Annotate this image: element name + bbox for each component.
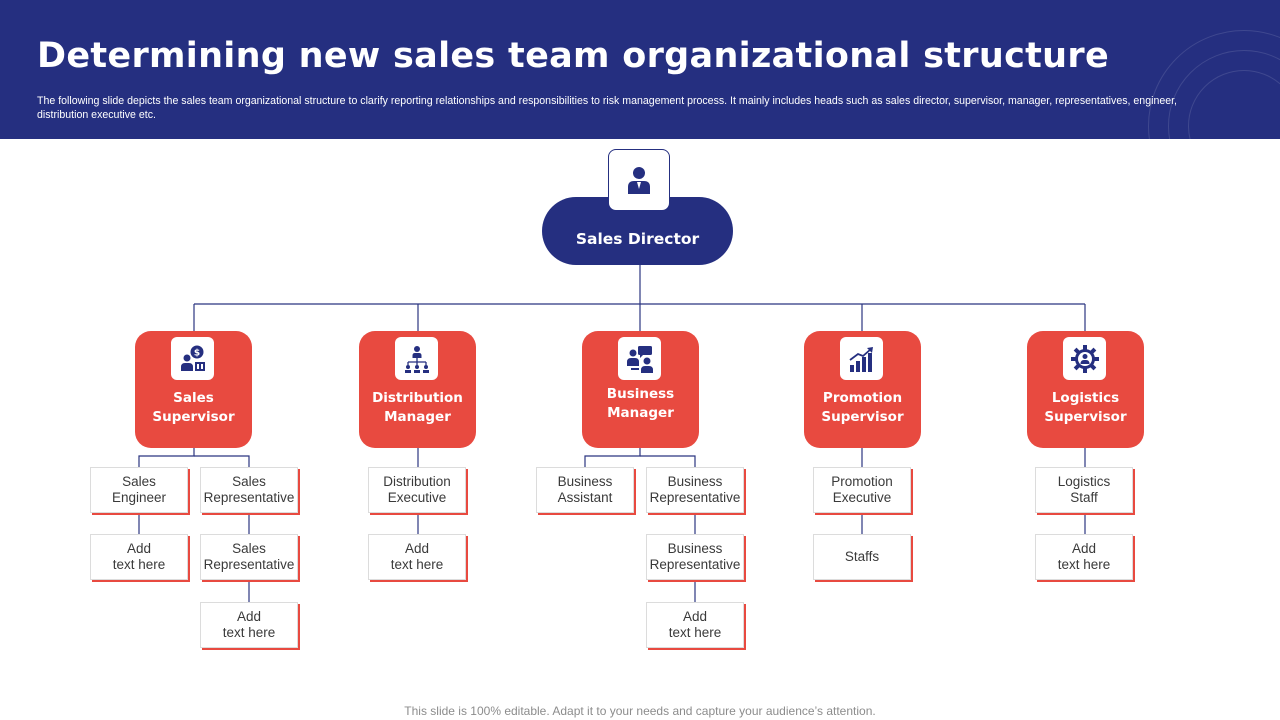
connector-line [194,455,250,468]
distribution-manager-label: Distribution Manager [372,390,463,425]
svg-text:$: $ [193,348,199,358]
connector-line [584,448,641,468]
business-manager-node: Business Manager [582,331,699,448]
promotion-supervisor-node: Promotion Supervisor [804,331,921,448]
growth-chart-icon-box [840,337,883,380]
gear-person-icon [1070,344,1099,373]
header-banner: Determining new sales team organizationa… [0,0,1280,139]
gear-person-icon-box [1063,337,1106,380]
logistics-supervisor-node: Logistics Supervisor [1027,331,1144,448]
growth-chart-icon [848,346,873,372]
dollar-person-icon: $ [180,345,205,371]
sales-director-label: Sales Director [575,230,700,248]
connector-line [138,448,195,468]
user-icon [628,167,650,194]
sales-supervisor-label: Sales Supervisor [152,390,235,425]
promotion-supervisor-label: Promotion Supervisor [821,390,904,425]
meeting-icon [626,345,653,373]
business-manager-label: Business Manager [606,386,675,421]
logistics-supervisor-label: Logistics Supervisor [1044,390,1127,425]
dollar-person-icon-box: $ [171,337,214,380]
slide-title: Determining new sales team organizationa… [37,36,1109,76]
leaf-staffs: Staffs [813,534,911,580]
meeting-icon-box [618,337,661,380]
sales-supervisor-node: $ Sales Supervisor [135,331,252,448]
hierarchy-icon-box [395,337,438,380]
connector-line [640,455,696,468]
footer-note: This slide is 100% editable. Adapt it to… [404,704,876,718]
user-icon-box [608,149,670,211]
hierarchy-icon [404,345,429,373]
distribution-manager-node: Distribution Manager [359,331,476,448]
slide-description: The following slide depicts the sales te… [37,95,1178,121]
